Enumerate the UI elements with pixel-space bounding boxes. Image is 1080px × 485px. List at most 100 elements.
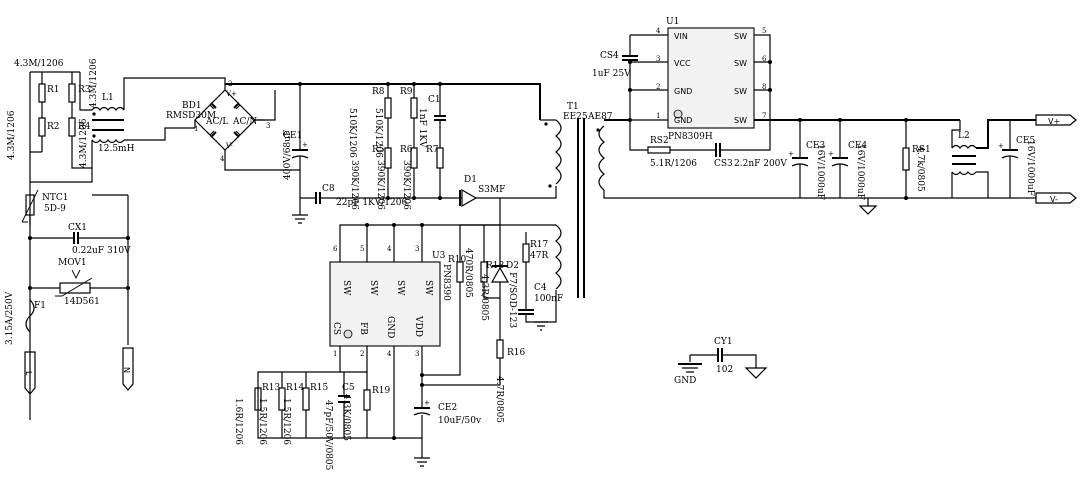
r7-label: R7	[426, 145, 439, 155]
cs3-value: 2.2nF 200V	[734, 159, 787, 169]
c8-label: C8	[322, 184, 335, 194]
mov1-value: 14D561	[64, 297, 100, 307]
c1-label: C1	[428, 95, 441, 105]
r15-value: 1.5R/1206	[281, 398, 291, 445]
d2-label: D2	[506, 261, 519, 271]
ce3-label: CE3	[806, 141, 825, 151]
rs2-label: RS2	[650, 136, 669, 146]
t1-label: T1	[567, 102, 579, 112]
ground-c4	[534, 321, 548, 331]
r14-value: 1.5R/1206	[257, 398, 267, 445]
ce5-value: 16V/1000uF	[1025, 140, 1035, 196]
rs2-value: 5.1R/1206	[650, 159, 697, 169]
r4-value: 4.3M/1206	[79, 118, 89, 168]
svg-text:8: 8	[762, 83, 766, 91]
ground-c8	[292, 214, 308, 224]
u1-pin-gnd1: GND	[674, 87, 692, 96]
svg-text:2: 2	[656, 83, 660, 91]
d1-label: D1	[464, 175, 477, 185]
u1-pin-gnd2: GND	[674, 116, 692, 125]
u1-pin-vcc: VCC	[674, 59, 691, 68]
l2-choke	[951, 144, 977, 176]
ntc1-value: 5D-9	[44, 204, 66, 214]
l2-label: L2	[958, 131, 970, 141]
svg-text:3: 3	[415, 245, 419, 253]
r13-label: R13	[262, 383, 281, 393]
ce1-label: CE1	[283, 131, 302, 141]
rs1-label: RS1	[912, 145, 931, 155]
r10-value: 470R/0805	[463, 248, 473, 298]
rs1-resistor	[902, 147, 910, 171]
r19-label: R19	[372, 386, 391, 396]
ntc1-label: NTC1	[42, 193, 69, 203]
svg-text:V+: V+	[225, 90, 237, 98]
ce4-label: CE4	[848, 141, 867, 151]
u1-label: U1	[666, 17, 679, 27]
c8-value: 22pF 1KV/1206	[336, 198, 407, 208]
svg-text:V-: V-	[1050, 195, 1058, 204]
bd1-label: BD1	[182, 101, 202, 111]
ground-ce2	[414, 457, 430, 467]
r3-value: 4.3M/1206	[89, 58, 99, 108]
svg-text:+: +	[828, 150, 834, 158]
c4-value: 100nF	[534, 294, 563, 304]
r15-label: R15	[310, 383, 329, 393]
u1-pin-sw1: SW	[734, 32, 747, 41]
u1-pin-sw2: SW	[734, 59, 747, 68]
rs1-value: 4.7k/0805	[915, 146, 925, 192]
svg-text:5: 5	[360, 245, 364, 253]
bridge-acl: AC/L	[205, 117, 228, 127]
r4-label: R4	[78, 122, 91, 132]
bridge-rectifier: V+ V- AC/L AC/N 1 3 2 4	[194, 80, 270, 163]
svg-text:L: L	[24, 371, 33, 376]
ce5-label: CE5	[1016, 136, 1035, 146]
r6-value: 390K/1206	[375, 160, 385, 210]
r14-label: R14	[286, 383, 305, 393]
r17-label: R17	[530, 240, 549, 250]
r3-label: R3	[78, 85, 91, 95]
r7-value: 390K/1206	[401, 160, 411, 210]
u3-pin-sw4: SW	[423, 280, 433, 296]
r9-value: 510K/1206	[373, 108, 383, 158]
ce1-value: 400V/68uF	[283, 130, 293, 180]
r19-value: 4.3K/0805	[341, 394, 351, 441]
svg-text:+: +	[788, 150, 794, 158]
r8-label: R8	[372, 87, 385, 97]
mov1-varistor	[59, 282, 91, 294]
ce3-value: 16V/1000uF	[815, 144, 825, 200]
c1-value: 1nF 1KV	[417, 108, 427, 148]
c4-label: C4	[534, 283, 547, 293]
t1-value: EE25	[563, 112, 588, 122]
ground-output	[744, 367, 768, 379]
input-section: 4.3M/1206 R1 R2 4.3M/1206 R3 4.3M/1206 R…	[5, 58, 226, 420]
u3-label: U3	[432, 251, 446, 261]
svg-text:7: 7	[762, 112, 766, 120]
r16-value: 4.7R/0805	[494, 376, 504, 423]
svg-text:4: 4	[220, 155, 225, 163]
ce4-value: 16V/1000uF	[855, 144, 865, 200]
c5-value: 47pF/50V/0805	[323, 400, 333, 471]
r19-resistor	[363, 389, 371, 411]
cy1-value: 102	[716, 365, 733, 375]
svg-text:5: 5	[762, 27, 766, 35]
u3-pin-sw2: SW	[368, 280, 378, 296]
u3-pin-fb: FB	[358, 322, 368, 335]
r13-value: 1.6R/1206	[233, 398, 243, 445]
svg-text:V-: V-	[225, 142, 233, 150]
svg-text:3: 3	[415, 350, 419, 358]
r5-value: 390K/1206	[349, 160, 359, 210]
r3-resistor	[68, 83, 76, 103]
l1-value: 12.5mH	[98, 144, 135, 154]
ground-secondary	[858, 205, 878, 215]
svg-text:2: 2	[360, 350, 364, 358]
svg-text:6: 6	[762, 55, 767, 63]
svg-text:N: N	[122, 367, 131, 373]
d1-diode	[459, 188, 478, 208]
l1-choke	[91, 106, 125, 144]
svg-text:+: +	[998, 142, 1004, 150]
r6-label: R6	[400, 145, 413, 155]
svg-text:4: 4	[387, 350, 392, 358]
u3-pin-cs: CS	[331, 322, 341, 335]
r5-label: R5	[372, 145, 385, 155]
